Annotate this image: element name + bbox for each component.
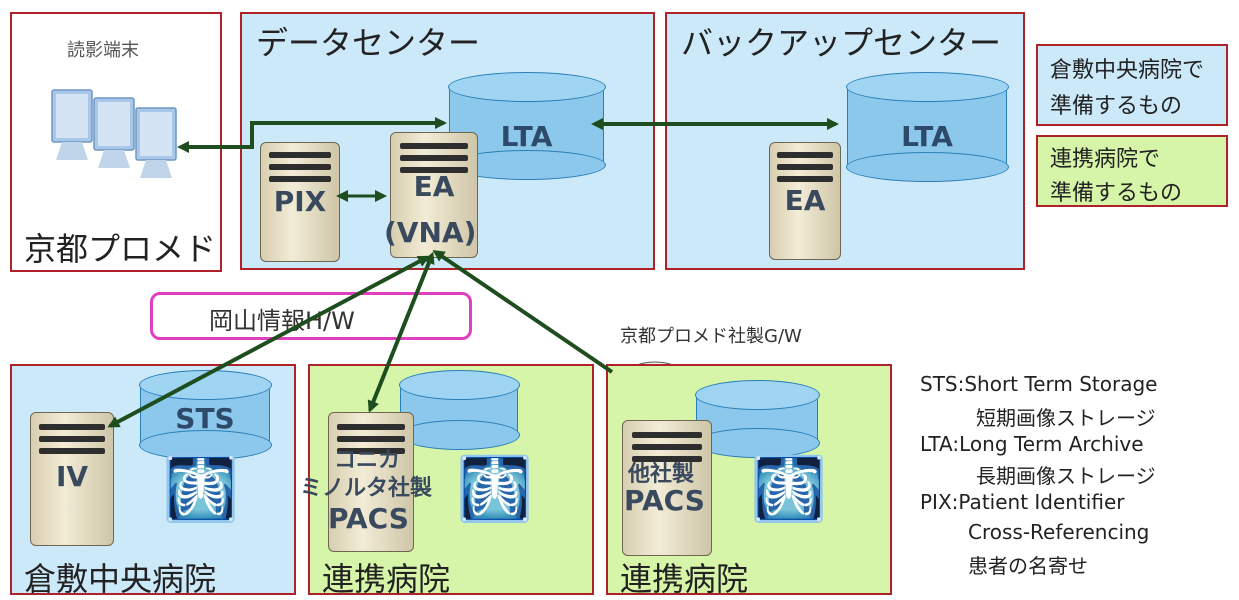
medical-scanner-icon: 🩻 — [456, 452, 534, 525]
iv-server: IV — [30, 412, 114, 546]
okayama-gateway-label: 岡山情報H/W — [209, 307, 355, 335]
partner-2-storage-cylinder — [694, 380, 820, 458]
ea-label: EA — [413, 169, 455, 203]
backup-lta-cylinder: LTA — [845, 72, 1009, 182]
medical-scanner-icon: 🩻 — [750, 452, 828, 525]
legend-partner-box: 連携病院で 準備するもの — [1036, 135, 1228, 207]
konica-label-line2: ミノルタ社製 — [300, 476, 433, 501]
pix-label: PIX — [273, 184, 327, 218]
konica-label-line3: PACS — [328, 502, 409, 535]
iv-label: IV — [55, 460, 89, 494]
medical-scanner-icon: 🩻 — [162, 452, 240, 525]
okayama-gateway-box: 岡山情報H/W — [150, 292, 472, 340]
backup-ea-label: EA — [784, 184, 826, 218]
backup-center-title: バックアップセンター — [681, 24, 1002, 62]
data-center-box: データセンター LTA PIX EA (VNA) — [240, 12, 655, 270]
abbr-pix-desc: 患者の名寄せ — [968, 554, 1088, 578]
sts-storage-cylinder: STS — [138, 370, 272, 460]
abbr-pix-term2: Cross-Referencing — [968, 520, 1150, 544]
abbr-lta-desc: 長期画像ストレージ — [976, 464, 1156, 488]
backup-center-box: バックアップセンター LTA EA — [665, 12, 1025, 270]
other-pacs-label-line2: PACS — [624, 484, 705, 517]
reading-terminal-label: 読影端末 — [67, 40, 139, 61]
data-center-title: データセンター — [256, 24, 481, 62]
legend-partner-line2: 準備するもの — [1050, 181, 1183, 206]
other-pacs-label-line1: 他社製 — [628, 462, 695, 487]
partner-hospital-1-name: 連携病院 — [322, 560, 451, 598]
vna-label: (VNA) — [384, 216, 477, 249]
other-pacs-server — [622, 420, 712, 556]
konica-label-line1: コニカ — [334, 448, 401, 473]
partner-1-storage-cylinder — [398, 370, 520, 450]
pix-server: PIX — [260, 142, 340, 262]
kurashiki-hospital-box: STS IV 🩻 倉敷中央病院 — [10, 364, 296, 598]
kyoto-promed-title: 京都プロメド — [24, 230, 217, 268]
abbr-lta-term: LTA:Long Term Archive — [920, 432, 1144, 456]
abbr-sts-desc: 短期画像ストレージ — [976, 406, 1156, 430]
backup-ea-server: EA — [769, 142, 841, 260]
partner-hospital-2-box: 他社製 PACS 🩻 連携病院 — [606, 364, 892, 598]
legend-kurashiki-box: 倉敷中央病院で 準備するもの — [1036, 44, 1228, 126]
abbr-pix-term: PIX:Patient Identifier — [920, 490, 1125, 514]
kyoto-gateway-label: 京都プロメド社製G/W — [620, 326, 802, 347]
abbr-sts-term: STS:Short Term Storage — [920, 372, 1158, 396]
partner-hospital-1-box: コニカ ミノルタ社製 PACS 🩻 連携病院 — [300, 364, 594, 598]
legend-partner-line1: 連携病院で — [1050, 147, 1161, 172]
legend-kurashiki-line2: 準備するもの — [1050, 94, 1183, 119]
legend-kurashiki-line1: 倉敷中央病院で — [1050, 58, 1205, 83]
kurashiki-hospital-name: 倉敷中央病院 — [24, 560, 217, 598]
monitors-icon — [51, 89, 177, 178]
lta-label: LTA — [500, 120, 553, 153]
sts-label: STS — [175, 402, 235, 435]
partner-hospital-2-name: 連携病院 — [620, 560, 749, 598]
backup-lta-label: LTA — [901, 120, 953, 153]
kyoto-promed-box: 読影端末 京都プロメド — [10, 12, 222, 272]
